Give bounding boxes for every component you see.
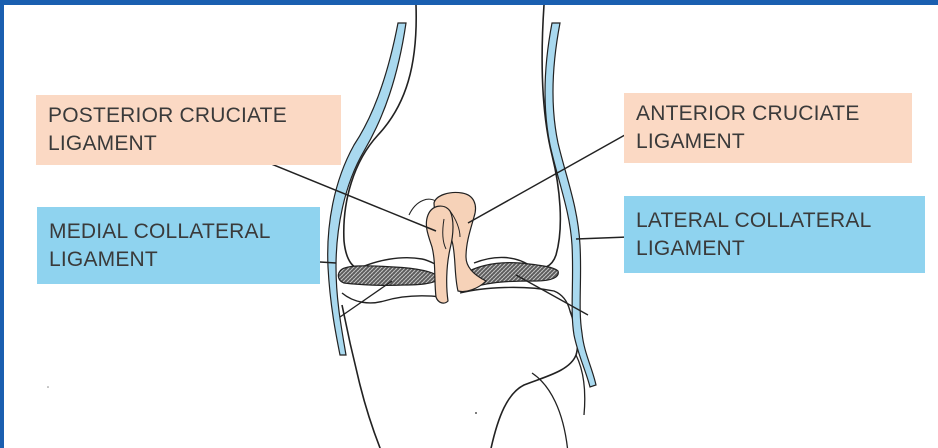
meniscus-leader-left: [340, 281, 392, 317]
posterior-cruciate-label-line2: LIGAMENT: [48, 130, 331, 158]
medial-collateral-label-line2: LIGAMENT: [49, 246, 310, 274]
medial-collateral-ligament-label: MEDIAL COLLATERAL LIGAMENT: [37, 207, 320, 284]
anterior-cruciate-label-line1: ANTERIOR CRUCIATE: [636, 100, 902, 128]
cruciate-ligaments: [426, 192, 486, 303]
medial-collateral-label-line1: MEDIAL COLLATERAL: [49, 218, 310, 246]
posterior-cruciate-ligament-label: POSTERIOR CRUCIATE LIGAMENT: [36, 95, 341, 165]
posterior-cruciate-ligament: [426, 206, 453, 303]
leader-line-lateral-collateral: [576, 237, 628, 239]
posterior-cruciate-label-line1: POSTERIOR CRUCIATE: [48, 102, 331, 130]
anterior-cruciate-label-line2: LIGAMENT: [636, 128, 902, 156]
medial-collateral-ligament: [328, 23, 406, 355]
lateral-collateral-label-line1: LATERAL COLLATERAL: [636, 207, 915, 235]
anterior-cruciate-ligament-label: ANTERIOR CRUCIATE LIGAMENT: [624, 93, 912, 163]
lateral-collateral-ligament-label: LATERAL COLLATERAL LIGAMENT: [624, 196, 925, 273]
lateral-collateral-label-line2: LIGAMENT: [636, 235, 915, 263]
tibia: [342, 287, 585, 448]
lateral-collateral-ligament: [545, 23, 596, 387]
